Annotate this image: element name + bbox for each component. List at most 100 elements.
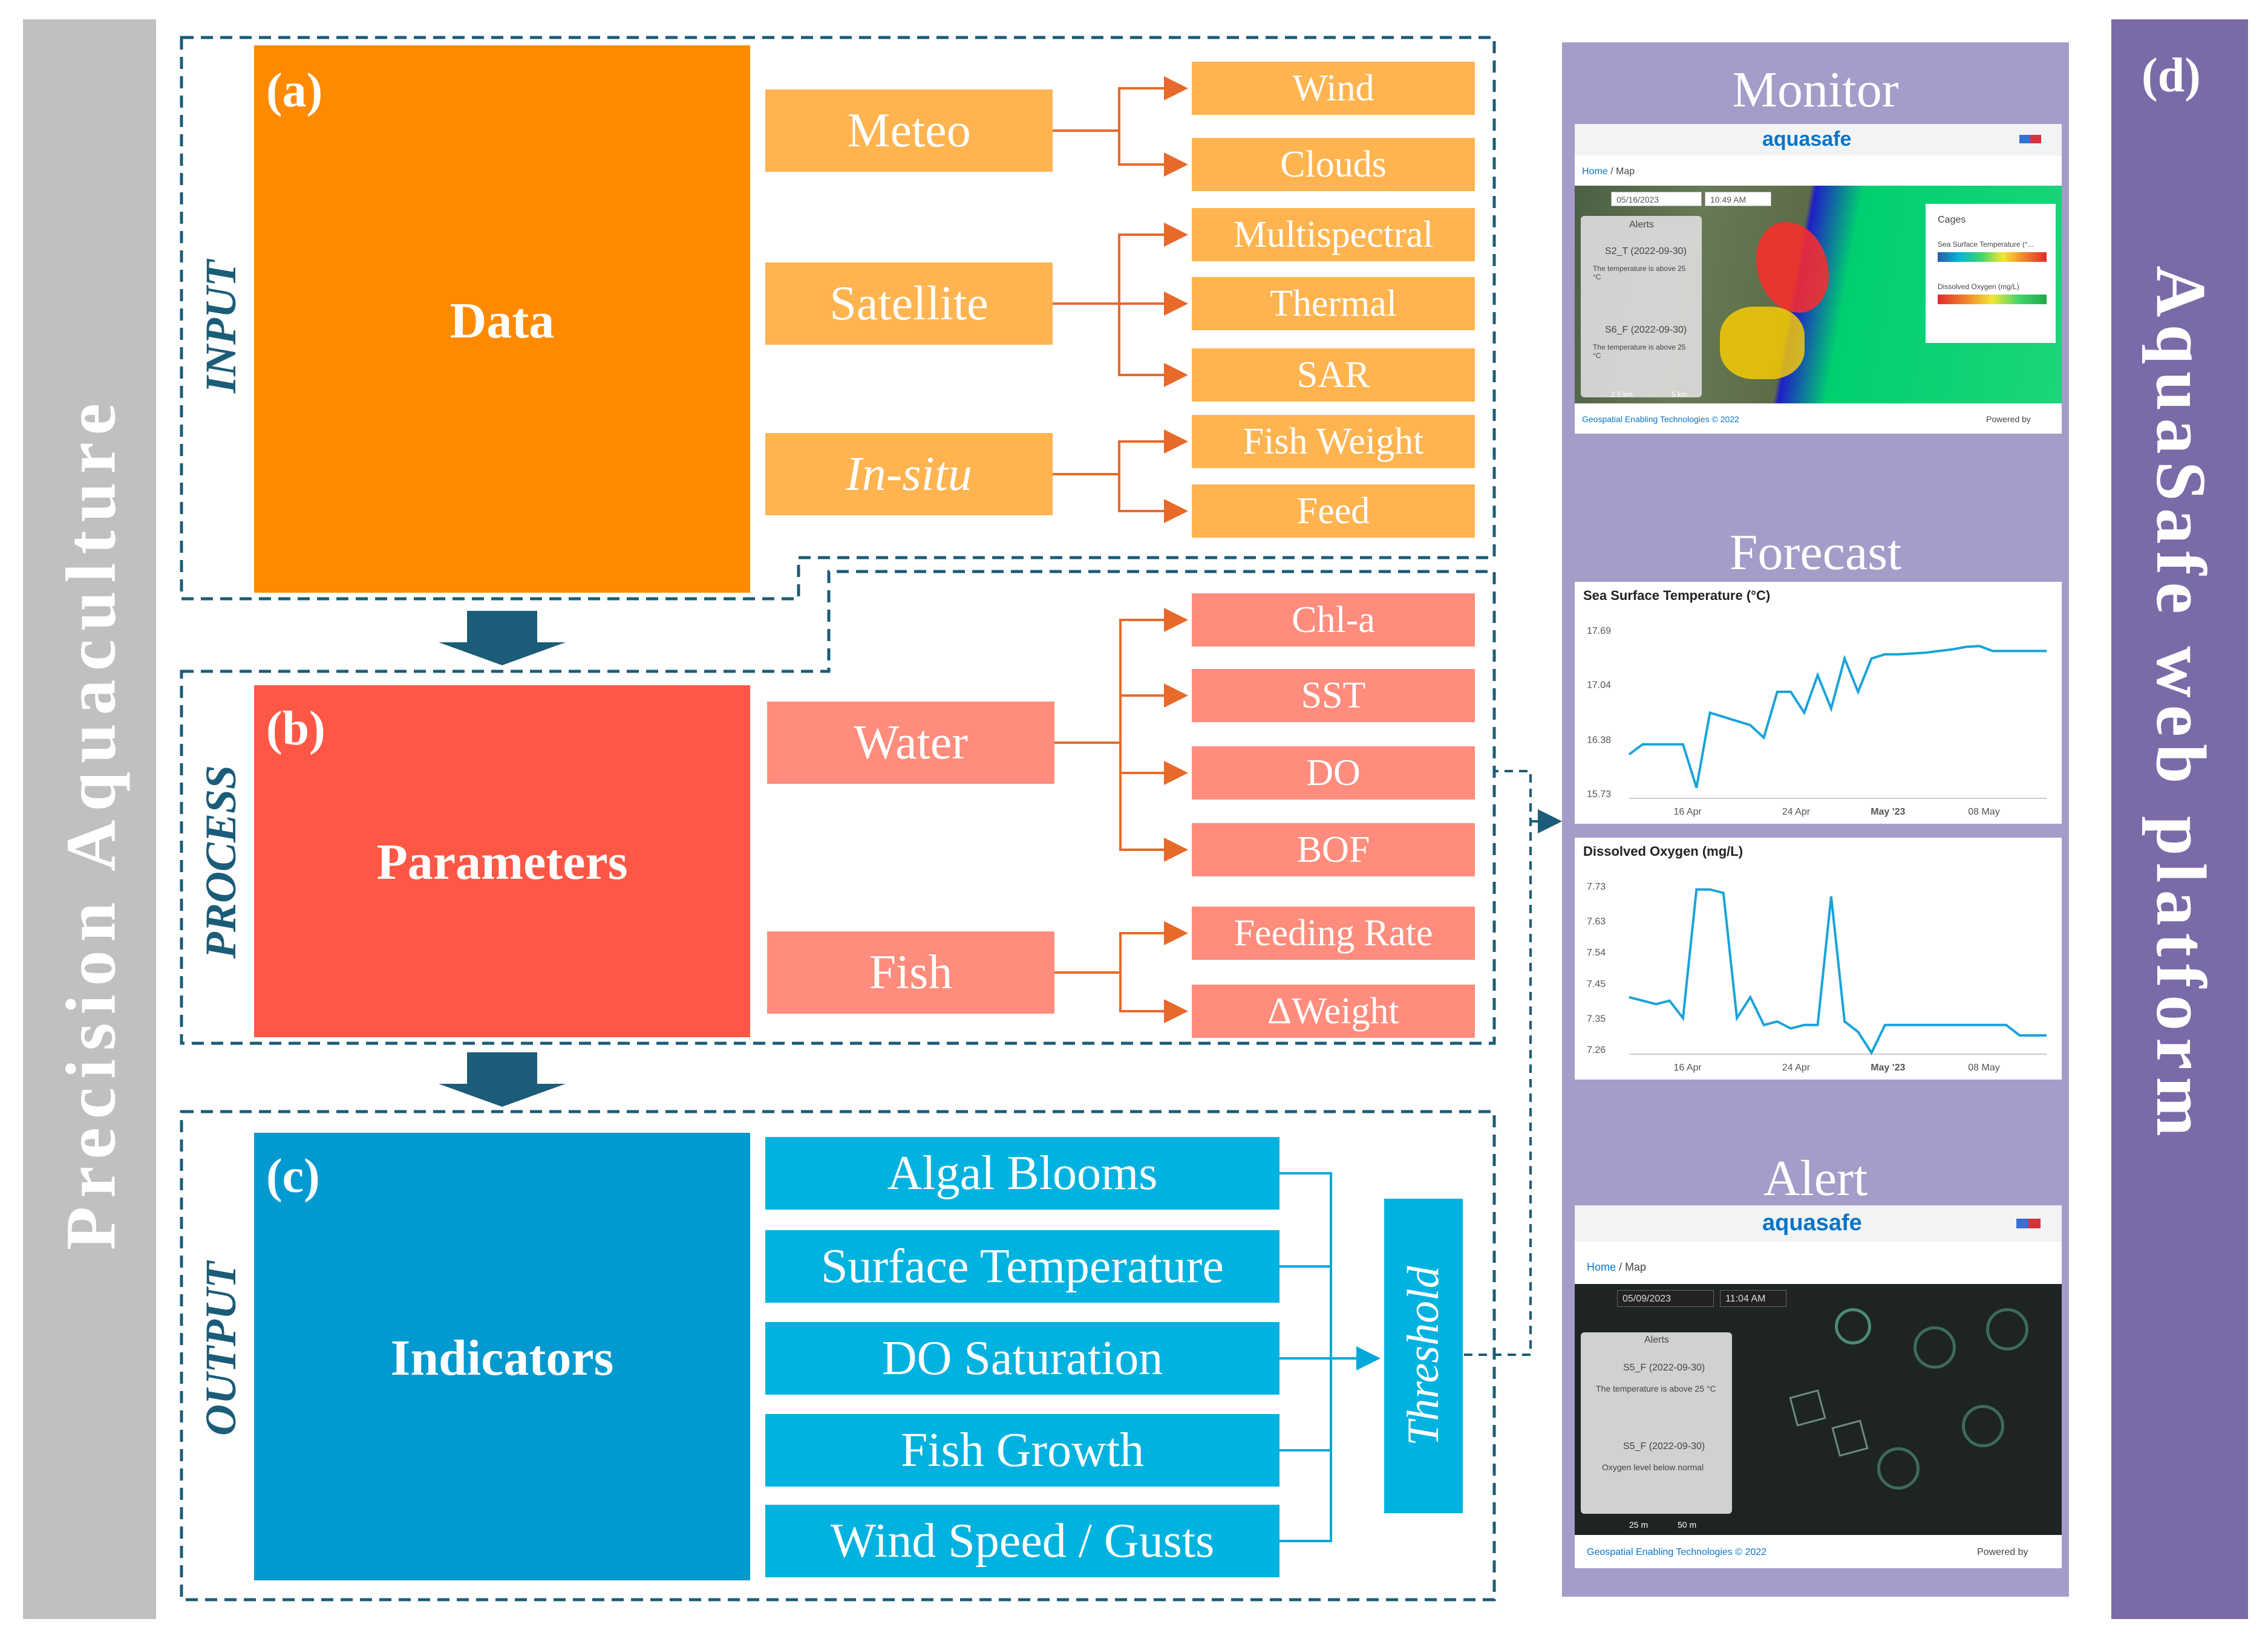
leaf-multispectral: Multispectral	[1192, 208, 1475, 261]
x-tick-label: 08 May	[1968, 1063, 1999, 1073]
monitor-title: Monitor	[1732, 62, 1899, 118]
x-tick-label: May '23	[1871, 1063, 1905, 1073]
forecast-title: Forecast	[1729, 524, 1902, 581]
panel-letter-b: (b)	[266, 702, 325, 755]
leaf-thermal: Thermal	[1192, 277, 1475, 330]
category-meteo: Meteo	[765, 90, 1053, 172]
leaf-bof: BOF	[1192, 823, 1475, 876]
right-side-bar	[2111, 19, 2248, 1619]
leaf-chla: Chl-a	[1192, 593, 1475, 647]
x-tick-label: May '23	[1871, 807, 1905, 817]
category-insitu: In-situ	[765, 433, 1053, 515]
threshold-label: Threshold	[1398, 1266, 1448, 1446]
alert-breadcrumb: Home / Map	[1587, 1261, 1647, 1273]
leaf-sst: SST	[1192, 669, 1475, 722]
left-side-bar	[23, 19, 156, 1619]
leaf-clouds: Clouds	[1192, 138, 1475, 191]
parameters-title: Parameters	[376, 833, 628, 890]
monitor-date[interactable]: 05/16/2023	[1611, 192, 1702, 206]
monitor-alerts-panel: Alerts S2_T (2022-09-30) The temperature…	[1581, 216, 1702, 397]
leaf-feed: Feed	[1192, 484, 1475, 538]
alert-flags[interactable]	[2016, 1219, 2041, 1228]
arrow-input-process	[439, 611, 566, 665]
indicators-title: Indicators	[390, 1329, 614, 1386]
layer-do[interactable]: Dissolved Oxygen (mg/L)	[1938, 282, 2019, 291]
monitor-scale-1: 2.5 km	[1611, 390, 1633, 399]
leaf-sar: SAR	[1192, 348, 1475, 402]
alert-alerts-heading: Alerts	[1644, 1335, 1669, 1345]
leaf-delta-weight: ΔWeight	[1192, 985, 1475, 1038]
alert-time[interactable]: 11:04 AM	[1720, 1290, 1786, 1307]
y-tick-label: 7.45	[1587, 979, 1606, 989]
threshold-to-platform	[1464, 770, 1532, 1356]
monitor-time[interactable]: 10:49 AM	[1705, 192, 1771, 206]
monitor-breadcrumb: Home / Map	[1582, 166, 1635, 177]
x-tick-label: 08 May	[1968, 807, 1999, 817]
monitor-footer-left: Geospatial Enabling Technologies © 2022	[1582, 414, 1739, 424]
indicator-surface-temperature: Surface Temperature	[765, 1230, 1279, 1303]
parameters-block	[254, 685, 750, 1037]
indicator-do-saturation: DO Saturation	[765, 1322, 1279, 1395]
x-tick-label: 16 Apr	[1673, 1063, 1702, 1073]
monitor-brand: aquasafe	[1762, 128, 1852, 151]
do-colorbar	[1938, 295, 2047, 304]
alert1-title: S2_T (2022-09-30)	[1605, 246, 1687, 256]
cage-1	[1835, 1308, 1871, 1344]
alert-footer-right: Powered by	[1977, 1547, 2028, 1557]
alert-map: 05/09/2023 11:04 AM Alerts S5_F (2022-09…	[1575, 1284, 2062, 1535]
monitor-scale-2: 5 km	[1672, 390, 1688, 399]
indicators-block	[254, 1133, 750, 1580]
arrow-process-output	[439, 1052, 566, 1107]
y-tick-label: 17.04	[1587, 680, 1611, 691]
cage-3	[1986, 1308, 2028, 1351]
alert-breadcrumb-map: Map	[1625, 1261, 1647, 1273]
cage-5	[1877, 1447, 1920, 1490]
leaf-wind: Wind	[1192, 62, 1475, 115]
alerts-heading: Alerts	[1629, 220, 1654, 230]
chart-title: Sea Surface Temperature (°C)	[1583, 588, 1770, 603]
output-boundary	[180, 1110, 1496, 1602]
y-tick-label: 7.26	[1587, 1045, 1606, 1055]
alert-breadcrumb-home[interactable]: Home	[1587, 1261, 1616, 1273]
series-line	[1628, 645, 2047, 788]
alert-title: Alert	[1763, 1150, 1868, 1207]
layer-sst[interactable]: Sea Surface Temperature (°...	[1938, 240, 2034, 249]
x-tick-label: 16 Apr	[1673, 807, 1702, 817]
alert1-text: The temperature is above 25 °C	[1593, 264, 1686, 281]
alert-item1-title: S5_F (2022-09-30)	[1623, 1363, 1705, 1373]
sst-hotspot	[1756, 222, 1829, 313]
breadcrumb-home[interactable]: Home	[1582, 166, 1608, 177]
alert-brand: aquasafe	[1762, 1210, 1862, 1236]
y-tick-label: 7.35	[1587, 1014, 1606, 1024]
alert-footer-left: Geospatial Enabling Technologies © 2022	[1587, 1547, 1767, 1557]
sst-warm	[1720, 307, 1805, 379]
x-tick-label: 24 Apr	[1782, 807, 1811, 817]
category-water: Water	[767, 702, 1054, 784]
y-tick-label: 17.69	[1587, 626, 1611, 636]
monitor-footer-right: Powered by	[1986, 414, 2031, 424]
alert2-text: The temperature is above 25 °C	[1593, 343, 1686, 360]
sst-colorbar	[1938, 252, 2047, 262]
monitor-map: 05/16/2023 10:49 AM Alerts S2_T (2022-09…	[1575, 186, 2062, 403]
y-tick-label: 16.38	[1587, 735, 1611, 745]
indicator-fish-growth: Fish Growth	[765, 1414, 1279, 1487]
layer-cages[interactable]: Cages	[1938, 215, 1966, 225]
alert-item2-text: Oxygen level below normal	[1602, 1462, 1704, 1472]
chart-title: Dissolved Oxygen (mg/L)	[1583, 844, 1743, 859]
x-tick-label: 24 Apr	[1782, 1063, 1811, 1073]
sst-chart: Sea Surface Temperature (°C) 17.69 17.04 16…	[1583, 588, 2047, 817]
output-label: OUTPUT	[196, 1262, 245, 1436]
category-satellite: Satellite	[765, 262, 1053, 345]
alert-item1-text: The temperature is above 25 °C	[1596, 1384, 1716, 1393]
alert-scale-1: 25 m	[1629, 1520, 1649, 1530]
monitor-flags[interactable]	[2019, 135, 2041, 143]
alert-date[interactable]: 05/09/2023	[1617, 1290, 1714, 1307]
alert-screenshot: aquasafe Home / Map 05/09/2023 11:04 AM …	[1575, 1205, 2062, 1568]
do-chart: Dissolved Oxygen (mg/L)7.737.637.547.457…	[1583, 844, 2047, 1073]
leaf-do: DO	[1192, 746, 1475, 800]
y-tick-label: 15.73	[1587, 789, 1611, 800]
input-label: INPUT	[196, 260, 245, 393]
monitor-screenshot: aquasafe Home / Map 05/16/2023 10:49 AM …	[1575, 124, 2062, 434]
cage-square-2	[1831, 1419, 1869, 1457]
